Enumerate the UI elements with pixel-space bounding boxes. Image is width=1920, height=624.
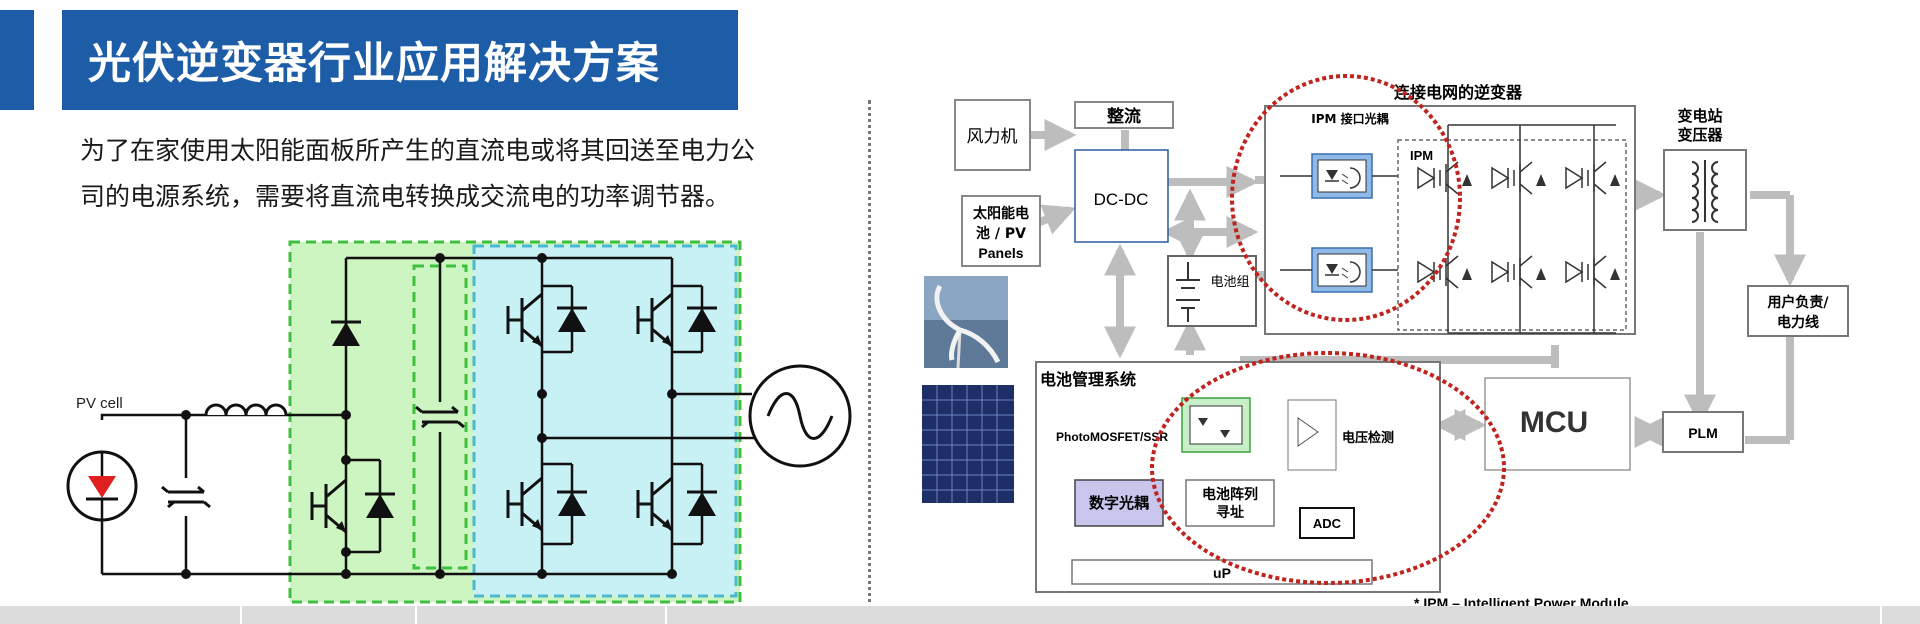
battery-array-label-line-2: 寻址 [1216, 504, 1244, 521]
mcu-label: MCU [1520, 406, 1588, 439]
dcdc-label: DC-DC [1094, 190, 1149, 209]
solar-label-line-3: Panels [978, 245, 1023, 261]
plm-box [1662, 411, 1744, 453]
user-load-label-line-2: 电力线 [1777, 314, 1819, 331]
rectifier-label: 整流 [1107, 106, 1141, 127]
user-load-label-line-1: 用户负责/ [1767, 294, 1829, 311]
pv-diode-icon [88, 476, 116, 498]
input-capacitor-icon [160, 485, 212, 509]
adc-label: ADC [1313, 516, 1342, 531]
bms-box [1035, 361, 1441, 593]
description: 为了在家使用太阳能面板所产生的直流电或将其回送至电力公 司的电源系统，需要将直流… [80, 128, 850, 220]
substation-label-line-1: 变电站 [1677, 107, 1722, 125]
solar-label-line-2: 池 / PV [976, 225, 1026, 242]
mcu-box [1484, 377, 1631, 471]
battery-array-label-line-1: 电池阵列 [1202, 486, 1258, 503]
transformer-icon [1691, 161, 1699, 223]
adc-box [1299, 507, 1355, 539]
plm-label: PLM [1688, 425, 1718, 441]
digital-optocoupler-label: 数字光耦 [1089, 494, 1149, 512]
pv-cell-label: PV cell [76, 395, 123, 412]
ipm-optocoupler-1-icon [1311, 153, 1373, 199]
substation-label-line-2: 变压器 [1677, 126, 1723, 144]
ipm-label: IPM [1410, 148, 1433, 163]
solar-panel-image [922, 385, 1014, 503]
cyan-region [472, 244, 738, 598]
ipm-interface-label: IPM 接口光耦 [1311, 111, 1388, 126]
ipm-optocoupler-2-icon [1311, 247, 1373, 293]
digital-optocoupler-box [1074, 479, 1164, 527]
footer-strip [0, 606, 1920, 624]
up-label: uP [1213, 565, 1231, 581]
page-title: 光伏逆变器行业应用解决方案 [62, 10, 738, 110]
description-line-2: 司的电源系统，需要将直流电转换成交流电的功率调节器。 [80, 182, 731, 211]
voltage-detect-label: 电压检测 [1342, 430, 1394, 446]
bms-label: 电池管理系统 [1040, 370, 1136, 389]
transformer-box [1663, 149, 1747, 231]
voltage-detect-chip-icon [1287, 399, 1337, 471]
voltage-highlight-circle [1150, 351, 1506, 585]
title-accent-bar [0, 10, 34, 110]
column-divider [868, 100, 871, 610]
ipm-switch-2-icon [1491, 161, 1547, 195]
up-box [1071, 559, 1373, 585]
ipm-switch-3-icon [1565, 161, 1621, 195]
ipm-switch-5-icon [1491, 255, 1547, 289]
solar-label-line-1: 太阳能电 [973, 205, 1029, 222]
pv-inverter-circuit: PV cell [66, 240, 852, 604]
photomosfet-label: PhotoMOSFET/SSR [1056, 430, 1168, 444]
ipm-highlight-circle [1230, 74, 1462, 322]
description-line-1: 为了在家使用太阳能面板所产生的直流电或将其回送至电力公 [80, 136, 756, 165]
ipm-switch-4-icon [1417, 255, 1473, 289]
photomosfet-icon [1181, 397, 1251, 453]
ipm-switch-1-icon [1417, 161, 1473, 195]
ipm-switch-6-icon [1565, 255, 1621, 289]
battery-group-label: 电池组 [1210, 275, 1249, 290]
grid-inverter-label: 连接电网的逆变器 [1394, 83, 1523, 102]
grid-inverter-box [1264, 105, 1636, 335]
ipm-dashed-box [1397, 139, 1627, 331]
wind-turbine-image [924, 276, 1008, 368]
wind-turbine-label: 风力机 [967, 127, 1018, 147]
inductor-icon [204, 403, 288, 416]
